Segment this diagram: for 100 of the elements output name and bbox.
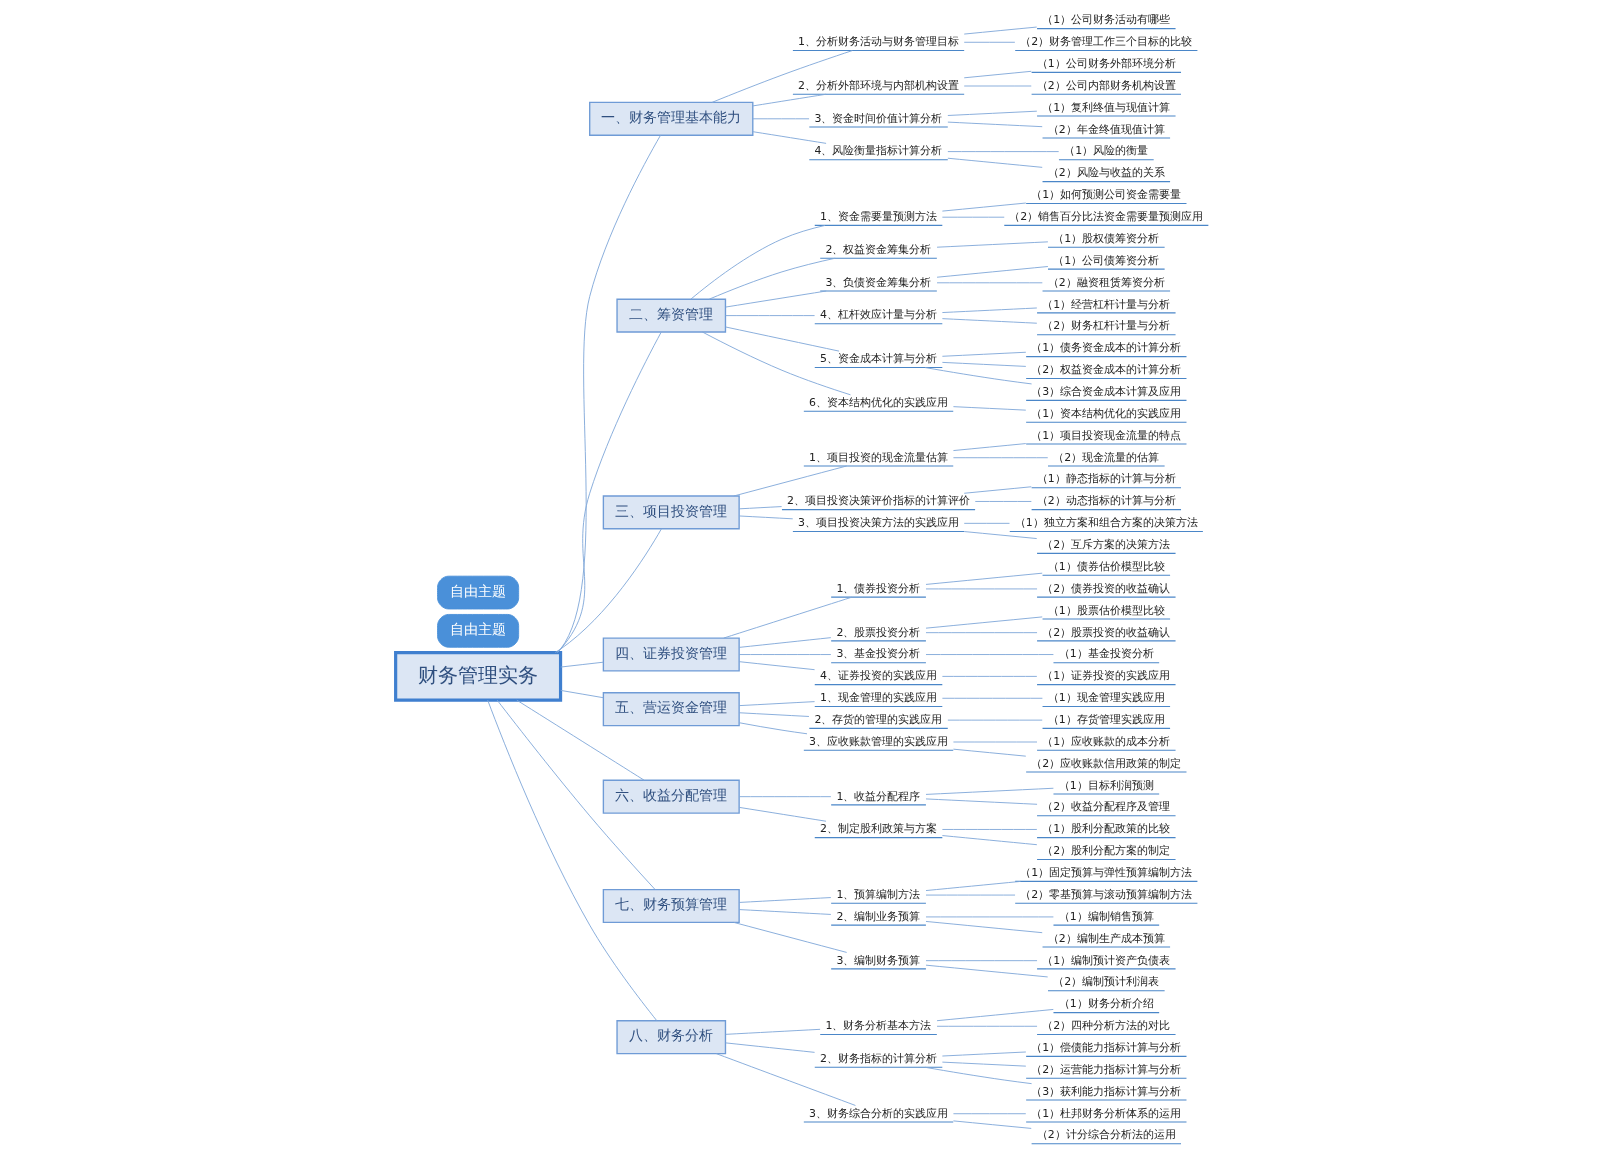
- connector: [925, 894, 1015, 896]
- connector: [724, 1028, 821, 1035]
- node-text: 2、分析外部环境与内部机构设置: [797, 78, 959, 92]
- connector: [708, 257, 836, 300]
- connector: [738, 806, 826, 822]
- node-text: （1）杜邦财务分析体系的运用: [1030, 1106, 1181, 1120]
- connector: [738, 909, 831, 915]
- connector: [941, 202, 1026, 212]
- node-box: 一、财务管理基本能力: [588, 101, 753, 136]
- node-box: 八、财务分析: [615, 1020, 726, 1055]
- node-text: 1、收益分配程序: [836, 789, 921, 803]
- node-text: （2）销售百分比法资金需要量预测应用: [1008, 210, 1203, 224]
- node-text: （1）公司财务外部环境分析: [1036, 56, 1176, 70]
- connector: [941, 351, 1026, 357]
- connector: [732, 465, 847, 497]
- connector: [738, 661, 815, 671]
- node-box: 四、证券投资管理: [602, 637, 740, 672]
- node-text: （1）存货管理实践应用: [1047, 712, 1165, 726]
- connector: [941, 675, 1037, 677]
- node-text: （1）应收账款的成本分析: [1041, 734, 1170, 748]
- node-text: 3、应收账款管理的实践应用: [808, 734, 948, 748]
- node-text: （1）公司财务活动有哪些: [1041, 13, 1170, 27]
- connector: [559, 689, 604, 699]
- connector: [941, 835, 1037, 846]
- connector: [946, 719, 1043, 721]
- connector: [946, 157, 1043, 168]
- connector: [738, 722, 807, 735]
- connector: [724, 315, 815, 317]
- node-text: 1、债券投资分析: [836, 581, 921, 595]
- node-text: （1）风险的衡量: [1063, 144, 1148, 158]
- connector: [936, 1009, 1054, 1022]
- connector: [496, 699, 655, 890]
- node-box: 七、财务预算管理: [602, 888, 740, 924]
- node-text: （1）复利终值与现值计算: [1041, 100, 1170, 114]
- node-text: 1、项目投资的现金流量估算: [808, 450, 948, 464]
- connector: [722, 596, 852, 639]
- connector: [936, 282, 1043, 284]
- connector: [952, 1120, 1032, 1129]
- node-text: （2）股利分配方案的制定: [1041, 844, 1170, 858]
- connector: [952, 748, 1026, 757]
- node-text: （1）基金投资分析: [1058, 647, 1154, 661]
- node-text: （1）证券投资的实践应用: [1041, 669, 1170, 683]
- connector: [941, 829, 1037, 830]
- connector: [963, 41, 1015, 43]
- node-text: （1）如何预测公司资金需要量: [1030, 188, 1181, 202]
- node-text: （2）应收账款信用政策的制定: [1030, 756, 1181, 770]
- node-text: （1）静态指标的计算与分析: [1036, 472, 1176, 486]
- connector: [963, 26, 1037, 35]
- connector: [941, 318, 1037, 324]
- node-text: 2、股票投资分析: [836, 625, 921, 639]
- node-text: （2）股票投资的收益确认: [1041, 625, 1170, 639]
- connector: [925, 588, 1037, 590]
- node-text: 4、风险衡量指标计算分析: [814, 144, 943, 158]
- connector: [952, 443, 1026, 452]
- node-text: 1、预算编制方法: [836, 887, 921, 901]
- connector: [925, 964, 1048, 978]
- connector: [924, 1066, 1032, 1085]
- node-text: （1）偿债能力指标计算与分析: [1030, 1040, 1181, 1054]
- connector: [554, 528, 662, 653]
- node-text: （2）风险与收益的关系: [1047, 166, 1165, 180]
- connector: [941, 216, 1005, 218]
- node-text: （2）财务管理工作三个目标的比较: [1019, 35, 1192, 49]
- connector: [925, 616, 1043, 629]
- node-text: 2、存货的管理的实践应用: [814, 712, 943, 726]
- node-text: 1、资金需要量预测方法: [819, 210, 937, 224]
- node-text: （2）融资租赁筹资分析: [1047, 275, 1165, 289]
- node-text: 2、财务指标的计算分析: [819, 1051, 937, 1065]
- connector: [963, 85, 1032, 87]
- node-text: （2）零基预算与滚动预算编制方法: [1019, 887, 1192, 901]
- connector: [941, 307, 1037, 313]
- node-text: 3、基金投资分析: [836, 647, 921, 661]
- connector: [556, 331, 662, 654]
- node-text: （2）债券投资的收益确认: [1041, 581, 1170, 595]
- node-text: （1）财务分析介绍: [1058, 997, 1154, 1011]
- node-text: 2、项目投资决策评价指标的计算评价: [786, 494, 970, 508]
- connector: [738, 637, 831, 648]
- node-text: （2）现金流量的估算: [1052, 450, 1159, 464]
- node-text: （2）收益分配程序及管理: [1041, 800, 1170, 814]
- connector: [952, 406, 1026, 411]
- node-text: （2）运营能力指标计算与分析: [1030, 1062, 1181, 1076]
- connector: [738, 654, 831, 655]
- connector: [701, 331, 851, 396]
- connector: [711, 50, 853, 103]
- node-box: 五、营运资金管理: [602, 692, 740, 727]
- node-text: （1）债券估价模型比较: [1047, 559, 1165, 573]
- connector: [752, 131, 827, 144]
- node-text: 3、财务综合分析的实践应用: [808, 1106, 948, 1120]
- node-text: （1）股权债筹资分析: [1052, 231, 1159, 245]
- node-text: 2、制定股利政策与方案: [819, 822, 937, 836]
- connector: [952, 741, 1037, 743]
- node-text: （1）固定预算与弹性预算编制方法: [1019, 866, 1192, 880]
- connector: [738, 897, 831, 903]
- node-text: （1）编制预计资产负债表: [1041, 953, 1170, 967]
- node-text: 3、资金时间价值计算分析: [814, 111, 943, 125]
- connector: [486, 699, 657, 1021]
- node-box: 六、收益分配管理: [602, 779, 740, 814]
- node-box: 二、筹资管理: [615, 298, 726, 333]
- connector: [936, 241, 1048, 248]
- node-text: （2）动态指标的计算与分析: [1036, 494, 1176, 508]
- node-text: （1）目标利润预测: [1058, 778, 1154, 792]
